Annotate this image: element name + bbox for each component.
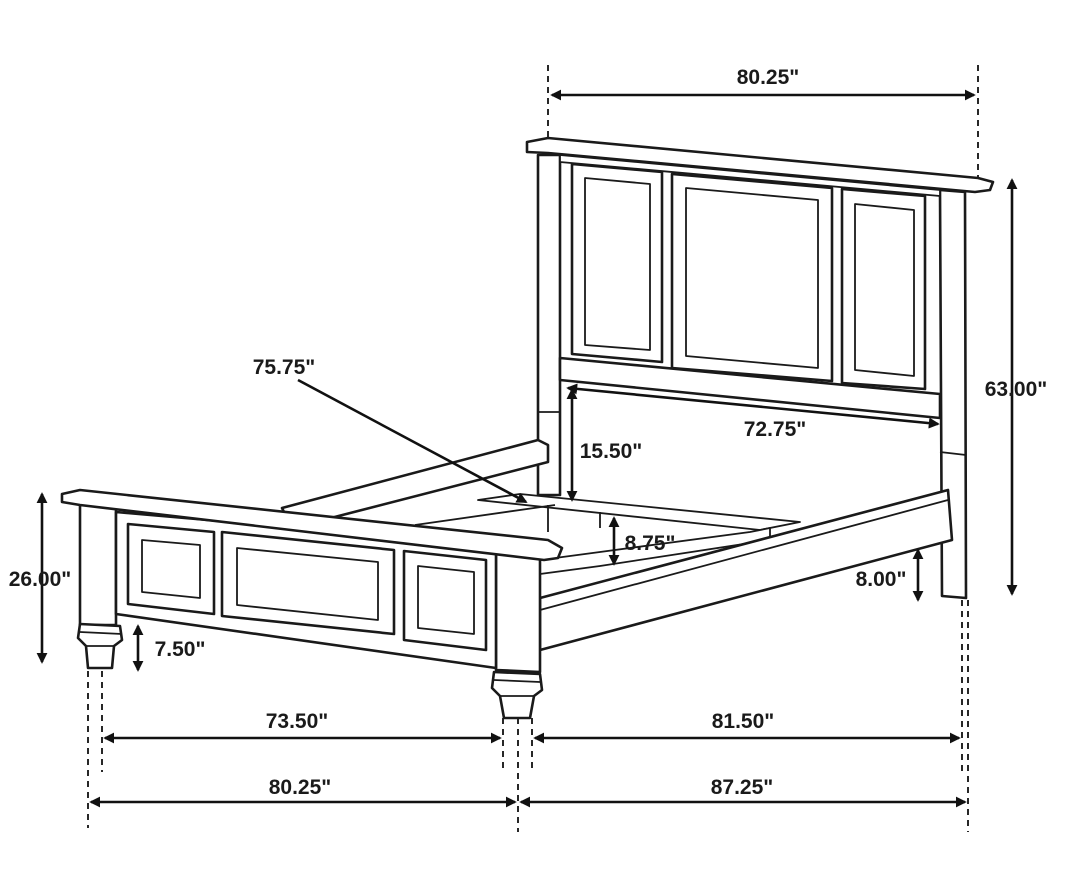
label-leg-height: 7.50" — [155, 638, 206, 661]
label-headboard-width: 80.25" — [737, 66, 800, 89]
label-inner-length-side: 81.50" — [712, 710, 775, 733]
footboard — [60, 488, 564, 720]
dim-diagonal-line — [297, 378, 528, 504]
bed-rails — [280, 438, 954, 652]
label-inner-length-front: 73.50" — [266, 710, 329, 733]
label-diagonal: 75.75" — [253, 356, 316, 379]
label-headboard-clearance: 15.50" — [580, 440, 643, 463]
dimension-labels: 80.25" 63.00" 75.75" 72.75" 15.50" 8.75"… — [9, 66, 1048, 799]
headboard — [525, 136, 995, 600]
dimension-lines — [36, 89, 1018, 808]
extension-lines — [87, 65, 979, 832]
label-side-rail-clearance: 8.00" — [856, 568, 907, 591]
label-overall-width: 80.25" — [269, 776, 332, 799]
dim-inner-width-line — [566, 383, 940, 429]
label-overall-length: 87.25" — [711, 776, 774, 799]
label-rail-height: 8.75" — [625, 532, 676, 555]
label-footboard-height: 26.00" — [9, 568, 72, 591]
label-headboard-height: 63.00" — [985, 378, 1048, 401]
label-inner-width: 72.75" — [744, 418, 807, 441]
